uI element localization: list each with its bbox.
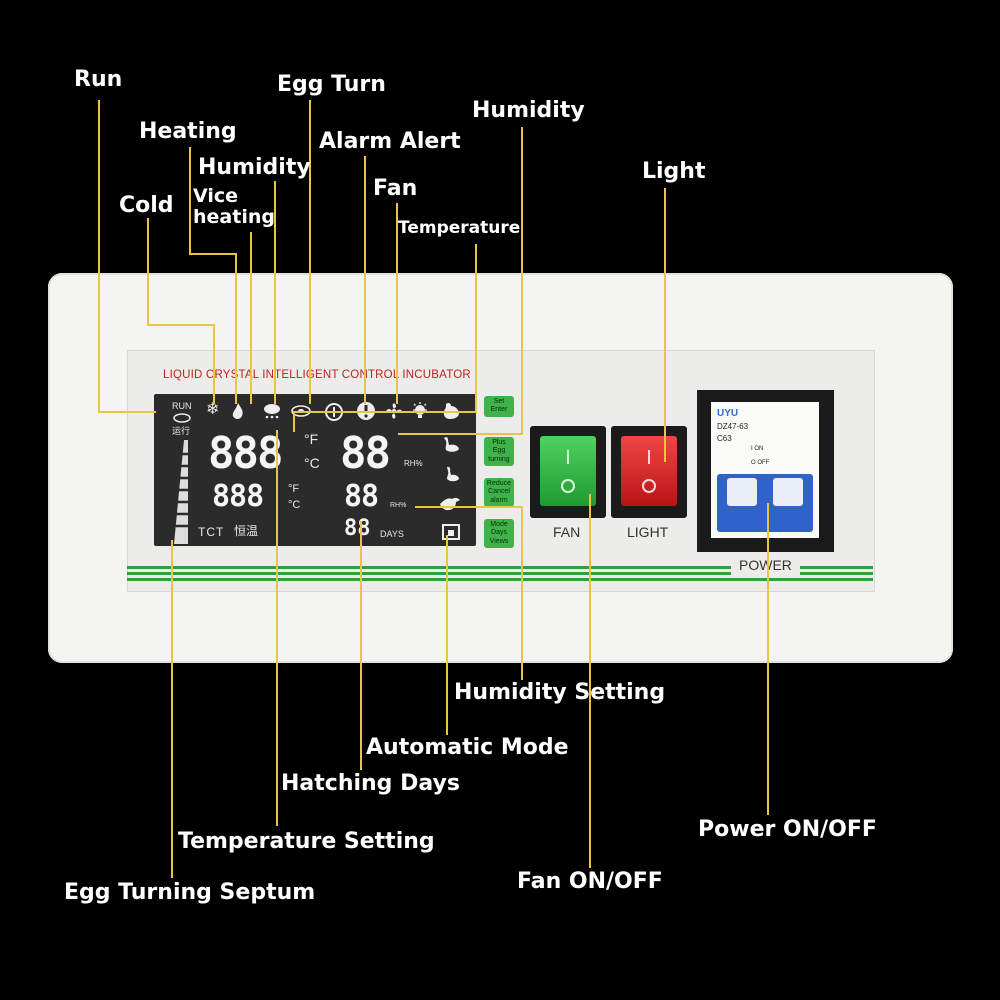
- breaker-off-label: O OFF: [751, 460, 770, 466]
- callout-humidity-setting: Humidity Setting: [454, 680, 666, 705]
- temp-set-unit-f: °F: [288, 483, 300, 495]
- callout-temperature-setting: Temperature Setting: [178, 829, 435, 854]
- fan-switch-label: FAN: [553, 524, 581, 540]
- plus-label: Plus: [492, 439, 506, 446]
- callout-run: Run: [74, 67, 123, 92]
- set-enter-button[interactable]: Set Enter: [484, 396, 514, 417]
- callout-alarm-alert: Alarm Alert: [319, 129, 461, 154]
- light-switch-symbols: [642, 450, 656, 493]
- temp-unit-f: °F: [304, 431, 319, 447]
- leader-cold: [147, 218, 215, 404]
- breaker-handle-left[interactable]: [727, 478, 757, 506]
- run-cn-label: 运行: [172, 426, 191, 436]
- callout-temperature: Temperature: [398, 218, 521, 238]
- temperature-readout: 888: [208, 428, 283, 479]
- humidity-setting-readout: 88: [344, 479, 379, 514]
- power-breaker: UYU DZ47-63 C63 I ON O OFF: [711, 402, 819, 538]
- callout-egg-turn: Egg Turn: [277, 72, 386, 97]
- callout-fan: Fan: [373, 176, 418, 201]
- temperature-setting-readout: 888: [212, 479, 264, 514]
- enter-label: Enter: [490, 406, 508, 414]
- callout-automatic-mode: Automatic Mode: [366, 735, 569, 760]
- fan-switch-symbols: [561, 450, 575, 493]
- days-label: DAYS: [380, 529, 404, 539]
- power-label: POWER: [736, 557, 795, 573]
- stripe-2: [127, 572, 731, 575]
- stripe-4: [800, 566, 873, 569]
- fan-switch[interactable]: [540, 436, 596, 506]
- duck-icon: [447, 466, 459, 482]
- breaker-on-label: I ON: [751, 446, 764, 452]
- breaker-rating: C63: [717, 434, 732, 443]
- humidity-set-unit: RH%: [390, 502, 407, 509]
- fan-switch-housing: [530, 426, 606, 518]
- tct-label: TCT: [198, 525, 225, 539]
- run-label: RUN: [172, 401, 192, 411]
- stripe-3: [127, 578, 873, 581]
- callout-power-on-off: Power ON/OFF: [698, 817, 877, 842]
- leader-run: [98, 100, 156, 413]
- mode-days-views-button[interactable]: Mode Days Views: [484, 519, 514, 549]
- leader-humidity-setting: [415, 506, 523, 680]
- auto-mode-icon: [442, 524, 460, 540]
- stripe-1: [127, 566, 731, 569]
- reduce-label: Reduce: [486, 480, 512, 487]
- mode-label: Mode: [490, 521, 508, 528]
- flame-icon: [232, 403, 243, 419]
- callout-egg-turning-septum: Egg Turning Septum: [64, 880, 316, 905]
- callout-fan-on-off: Fan ON/OFF: [517, 869, 663, 894]
- goose-icon: [444, 436, 459, 452]
- snowflake-icon: ❄: [206, 401, 220, 418]
- egg-turn-run-icon: [173, 413, 191, 423]
- callout-light: Light: [642, 159, 706, 184]
- light-switch-housing: [611, 426, 687, 518]
- panel-title: LIQUID CRYSTAL INTELLIGENT CONTROL INCUB…: [163, 369, 471, 381]
- light-switch[interactable]: [621, 436, 677, 506]
- light-switch-label: LIGHT: [627, 524, 669, 540]
- days-views-label: Days Views: [489, 529, 509, 545]
- breaker-handles[interactable]: [717, 474, 813, 532]
- cancel-alarm-label: Cancel alarm: [488, 488, 510, 504]
- breaker-handle-right[interactable]: [773, 478, 803, 506]
- tct-cn-label: 恒温: [234, 524, 259, 538]
- cloud-rain-icon: [264, 404, 280, 419]
- leader-heating: [189, 147, 237, 404]
- callout-vice-heating: Vice heating: [193, 185, 275, 228]
- hatching-days-readout: 88: [344, 516, 371, 541]
- stripe-5: [800, 572, 873, 575]
- callout-humidity: Humidity: [198, 155, 311, 180]
- set-label: Set: [493, 398, 505, 405]
- callout-hatching-days: Hatching Days: [281, 771, 460, 796]
- rooster-icon: [443, 402, 459, 419]
- callout-humidity-top: Humidity: [472, 98, 585, 123]
- egg-turning-label: Egg turning: [488, 447, 510, 463]
- temp-unit-c: °C: [304, 455, 320, 471]
- plus-egg-turning-button[interactable]: Plus Egg turning: [484, 437, 514, 467]
- leader-temperature: [293, 244, 477, 432]
- egg-turning-septum-bar: [170, 440, 192, 544]
- reduce-cancel-alarm-button[interactable]: Reduce Cancel alarm: [484, 478, 514, 508]
- callout-cold: Cold: [119, 193, 174, 218]
- callout-heating: Heating: [139, 119, 237, 144]
- breaker-model: DZ47-63: [717, 422, 749, 431]
- humidity-unit: RH%: [404, 459, 423, 468]
- temp-set-unit-c: °C: [288, 499, 301, 511]
- lcd-display: RUN 运行 ❄: [154, 394, 476, 546]
- breaker-brand: UYU: [717, 408, 739, 419]
- humidity-readout: 88: [340, 428, 391, 479]
- leader-humidity-top: [398, 127, 523, 435]
